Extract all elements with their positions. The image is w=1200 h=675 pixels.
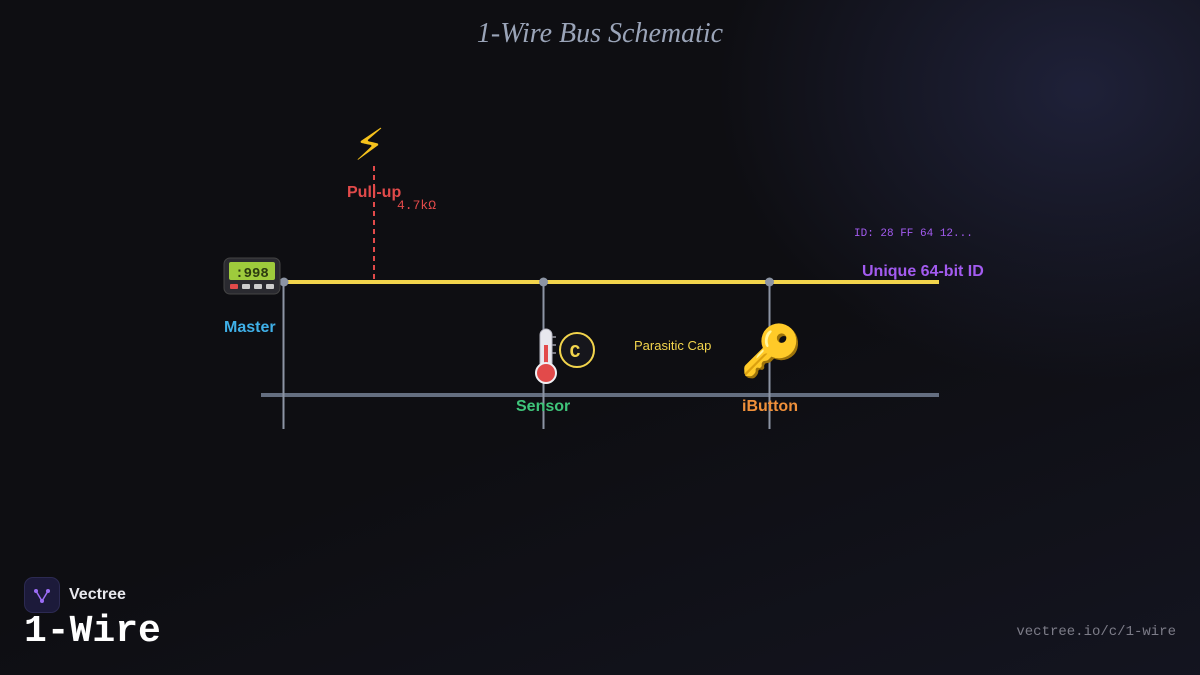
brand-name: Vectree	[69, 586, 126, 603]
sensor-junction	[539, 277, 548, 287]
key-icon: 🔑	[740, 322, 803, 380]
lightning-icon: ⚡	[354, 120, 385, 171]
pager-icon: :998	[223, 257, 281, 298]
capacitor-icon	[559, 332, 595, 368]
master-label: Master	[224, 319, 276, 336]
id-readout: ID: 28 FF 64 12...	[854, 228, 973, 240]
page-title: 1-Wire	[24, 610, 161, 653]
pullup-label: Pull-up	[347, 184, 402, 201]
page-url[interactable]: vectree.io/c/1-wire	[1016, 624, 1176, 640]
pullup-resistance: 4.7kΩ	[397, 198, 437, 213]
vectree-logo-icon	[24, 577, 60, 613]
sensor-label: Sensor	[516, 398, 571, 415]
ibutton-junction	[765, 277, 774, 287]
svg-text::998: :998	[235, 266, 269, 282]
diagram-title: 1-Wire Bus Schematic	[476, 18, 724, 49]
ibutton-label: iButton	[742, 398, 798, 415]
parasitic-cap-label: Parasitic Cap	[634, 338, 712, 353]
master-junction	[279, 277, 289, 287]
brand: Vectree	[24, 577, 126, 613]
capacitor-letter: C	[570, 343, 581, 363]
thermometer-icon	[531, 327, 561, 388]
unique-id-label: Unique 64-bit ID	[862, 263, 984, 280]
